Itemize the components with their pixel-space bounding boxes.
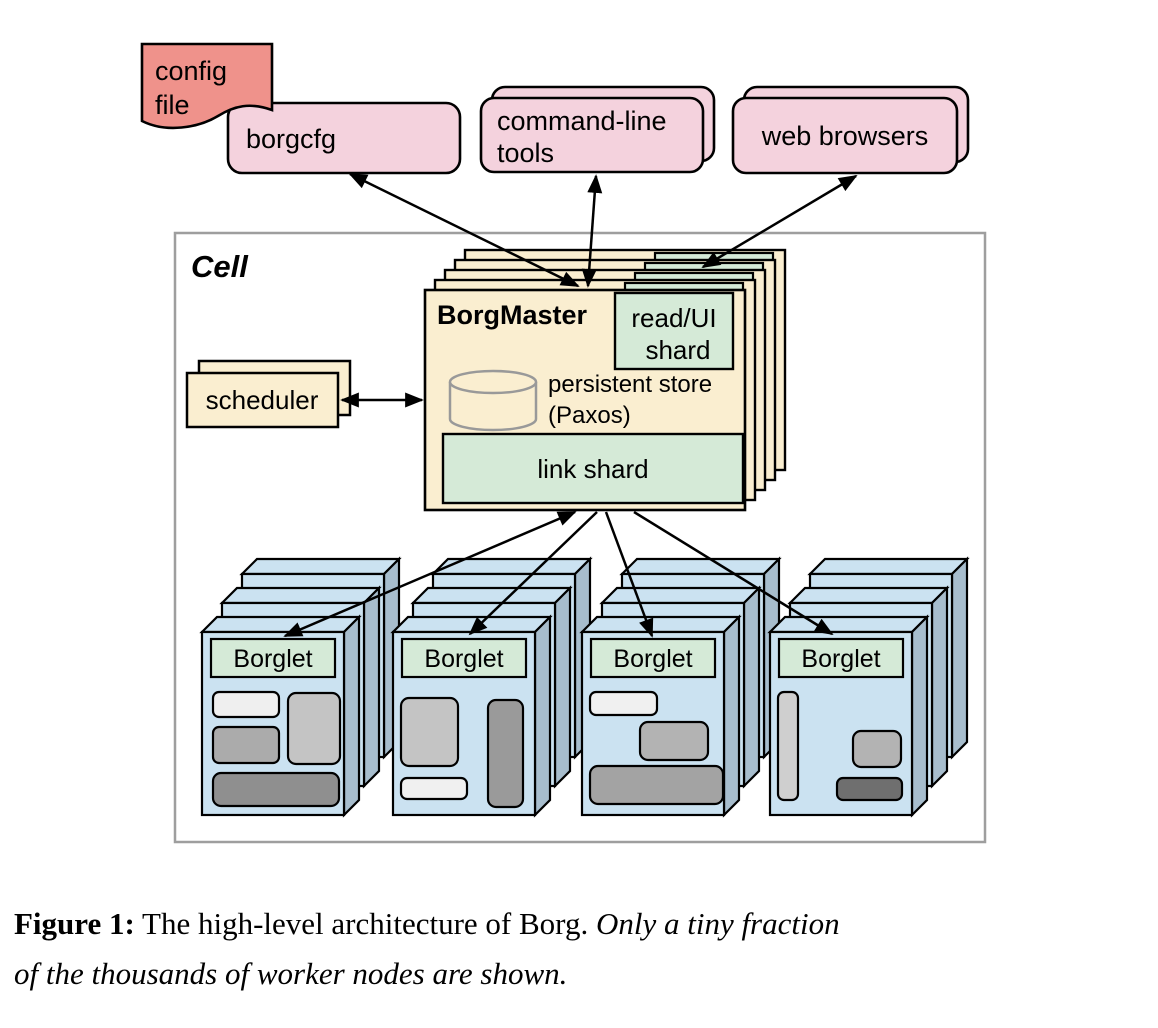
machine-front: Borglet <box>199 614 362 818</box>
cell-label: Cell <box>191 249 249 284</box>
caption-line-1: Figure 1: The high-level architecture of… <box>14 899 1146 949</box>
persistent-store-label-line2: (Paxos) <box>548 402 631 429</box>
borglet-group-4: Borglet <box>767 556 970 818</box>
borgcfg-node: borgcfg <box>226 101 462 175</box>
task-block <box>588 690 659 717</box>
machine-front: Borglet <box>767 614 930 818</box>
borglet-box <box>400 637 528 679</box>
edge-linkshard-borglet4 <box>633 510 834 636</box>
scheduler-box <box>185 371 340 429</box>
caption-note-line1: Only a tiny fraction <box>595 906 840 941</box>
document-icon <box>140 42 274 130</box>
borglet-group-1: Borglet <box>199 556 402 818</box>
command-line-tools-node: command-line tools <box>479 85 716 174</box>
borglet-group-3: Borglet <box>579 556 782 818</box>
borglet-label: Borglet <box>233 645 312 673</box>
web-browsers-node: web browsers <box>731 85 970 175</box>
task-block <box>211 690 281 719</box>
read-ui-shard-label-line1: read/UI <box>631 303 716 333</box>
borglet-label: Borglet <box>613 645 692 673</box>
borglet-label: Borglet <box>424 645 503 673</box>
edge-borgcfg-borgmaster <box>348 172 580 288</box>
figure-caption: Figure 1: The high-level architecture of… <box>14 899 1146 999</box>
persistent-store-label-line1: persistent store <box>548 371 712 398</box>
scheduler-label: scheduler <box>206 385 319 415</box>
link-shard: link shard <box>441 432 745 505</box>
caption-figure-label: Figure 1: <box>14 906 135 941</box>
machine-front: Borglet <box>579 614 742 818</box>
borglet-group-2: Borglet <box>390 556 593 818</box>
task-block <box>776 690 800 802</box>
borg-architecture-diagram: Cell BorgMaster read/UI shard persistent… <box>140 42 987 844</box>
database-cylinder-top <box>448 369 538 395</box>
read-ui-shard-label-line2: shard <box>645 335 710 365</box>
edges <box>283 172 858 638</box>
command-line-tools-label-line2: tools <box>497 138 554 168</box>
config-file-label-line2: file <box>155 90 190 120</box>
task-block <box>835 776 904 802</box>
edge-cli-tools-borgmaster <box>581 174 603 288</box>
task-block <box>588 764 725 806</box>
borglet-box <box>589 637 717 679</box>
caption-text: The high-level architecture of Borg. <box>134 906 596 941</box>
borgmaster-label: BorgMaster <box>437 300 588 330</box>
config-file-label-line1: config <box>155 56 227 86</box>
edge-linkshard-borglet1 <box>283 510 577 638</box>
task-block <box>286 691 342 766</box>
link-shard-label: link shard <box>537 454 648 484</box>
task-block <box>486 698 525 809</box>
scheduler: scheduler <box>185 359 352 429</box>
persistent-store: persistent store (Paxos) <box>448 369 712 432</box>
edge-linkshard-borglet3 <box>604 511 654 638</box>
task-block <box>399 776 469 801</box>
borgcfg-label: borgcfg <box>246 124 336 154</box>
task-block <box>399 696 460 768</box>
database-cylinder-icon <box>448 382 538 432</box>
borgmaster-stack: BorgMaster read/UI shard persistent stor… <box>423 248 787 512</box>
caption-line-2: of the thousands of worker nodes are sho… <box>14 956 568 991</box>
task-block <box>851 729 903 769</box>
web-browsers-label: web browsers <box>761 121 929 151</box>
command-line-tools-label-line1: command-line <box>497 106 667 136</box>
config-file-node: config file <box>140 42 274 130</box>
task-block <box>638 720 710 762</box>
machine-front: Borglet <box>390 614 553 818</box>
task-block <box>211 771 341 808</box>
borglet-box <box>777 637 905 679</box>
borglet-box <box>209 637 337 679</box>
borglet-label: Borglet <box>801 645 880 673</box>
edge-web-browsers-readui <box>701 174 858 269</box>
edge-linkshard-borglet2 <box>468 511 598 636</box>
read-ui-shard: read/UI shard <box>613 291 735 371</box>
task-block <box>211 725 281 765</box>
